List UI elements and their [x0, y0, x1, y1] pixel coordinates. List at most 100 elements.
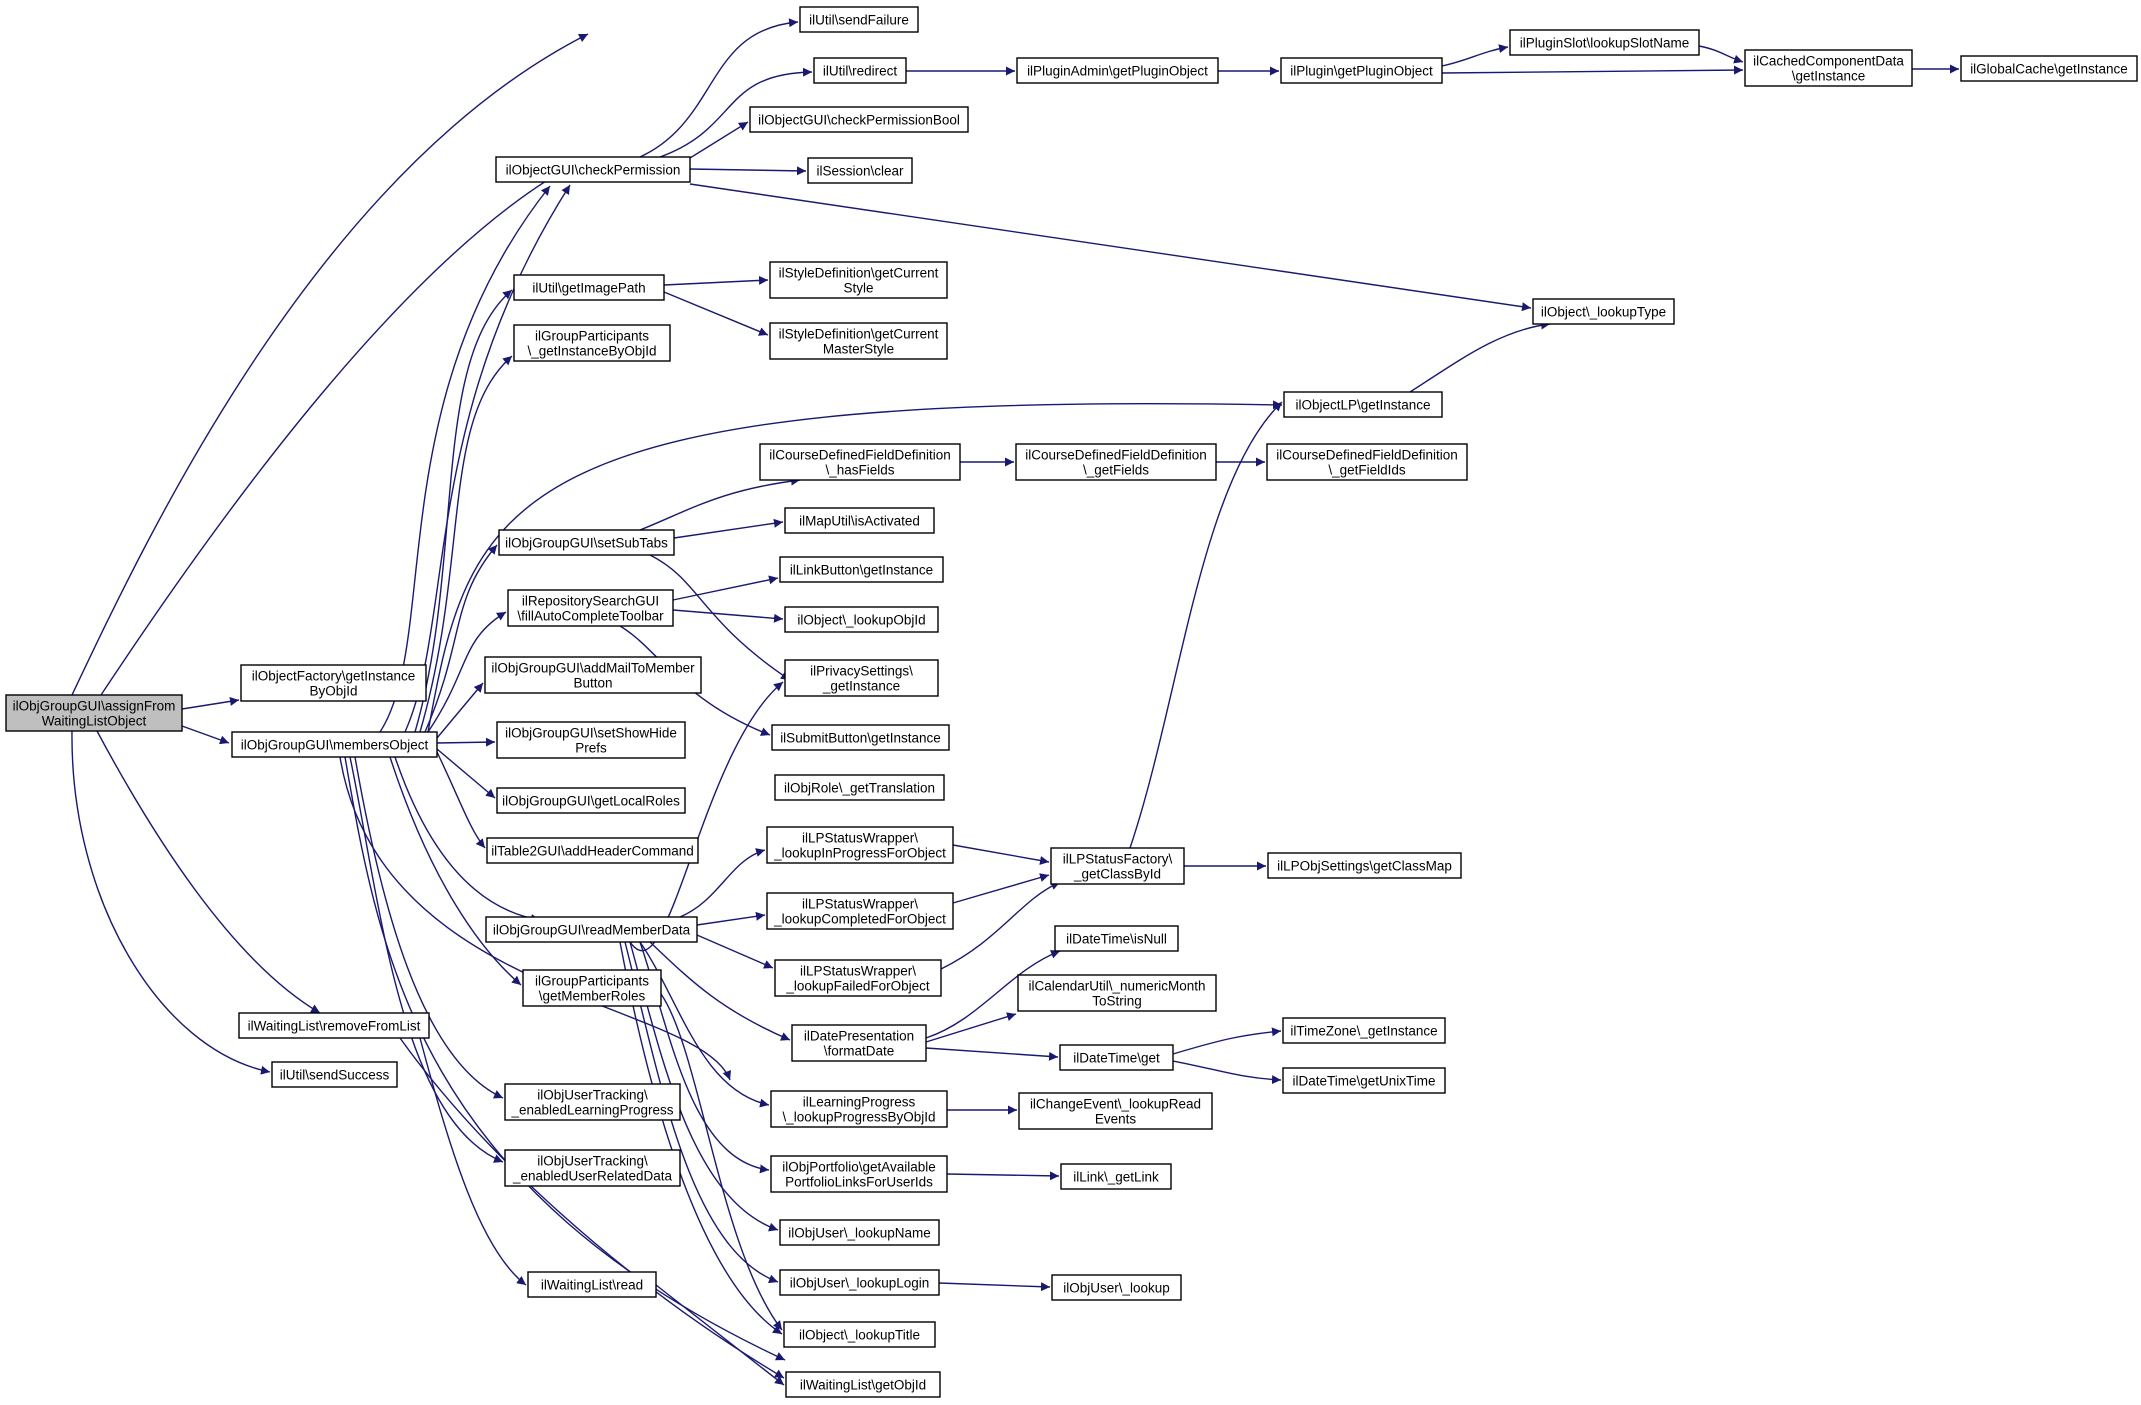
- call-edge: [436, 751, 486, 849]
- function-node[interactable]: ilLPStatusWrapper\_lookupFailedForObject: [774, 959, 942, 997]
- function-node[interactable]: ilSession\clear: [807, 157, 913, 184]
- function-node[interactable]: ilObjGroupGUI\getLocalRoles: [496, 787, 686, 814]
- node-label: \fillAutoCompleteToolbar: [517, 609, 664, 624]
- function-node[interactable]: ilDateTime\getUnixTime: [1282, 1067, 1446, 1094]
- function-node[interactable]: ilUtil\sendSuccess: [271, 1061, 398, 1088]
- function-node[interactable]: ilGroupParticipants\getMemberRoles: [522, 969, 662, 1007]
- function-node[interactable]: ilCourseDefinedFieldDefinition\_hasField…: [759, 443, 961, 481]
- function-node[interactable]: ilTable2GUI\addHeaderCommand: [486, 837, 699, 864]
- function-node[interactable]: ilObject\_lookupObjId: [784, 606, 939, 633]
- node-box: [766, 892, 954, 930]
- function-node[interactable]: ilMapUtil\isActivated: [784, 507, 935, 534]
- node-label: ilStyleDefinition\getCurrent: [779, 266, 939, 281]
- function-node[interactable]: ilObjUser\_lookupName: [779, 1219, 940, 1246]
- function-node[interactable]: ilCourseDefinedFieldDefinition\_getField…: [1015, 443, 1217, 481]
- function-node[interactable]: ilCourseDefinedFieldDefinition\_getField…: [1266, 443, 1468, 481]
- node-box: [1018, 1092, 1213, 1130]
- function-node[interactable]: ilObjUser\_lookup: [1051, 1274, 1182, 1301]
- function-node[interactable]: ilTimeZone\_getInstance: [1282, 1017, 1446, 1044]
- node-label: ilObjUserTracking\: [537, 1154, 648, 1169]
- node-label: Events: [1095, 1112, 1137, 1127]
- function-node[interactable]: ilDatePresentation\formatDate: [791, 1024, 927, 1062]
- node-box: [1282, 1017, 1446, 1044]
- function-node[interactable]: ilDateTime\get: [1059, 1044, 1174, 1071]
- function-node[interactable]: ilObjectGUI\checkPermission: [495, 156, 691, 183]
- node-label: Button: [573, 676, 612, 691]
- function-node[interactable]: ilUtil\redirect: [813, 57, 907, 84]
- node-label: ilLPStatusFactory\: [1063, 852, 1173, 867]
- function-node[interactable]: ilObjRole\_getTranslation: [774, 774, 945, 801]
- node-label: ilLPObjSettings\getClassMap: [1277, 859, 1452, 874]
- function-node[interactable]: ilGroupParticipants\_getInstanceByObjId: [513, 324, 671, 362]
- node-box: [1015, 443, 1217, 481]
- function-node[interactable]: ilPrivacySettings\_getInstance: [784, 659, 939, 697]
- function-node[interactable]: ilCachedComponentData\getInstance: [1744, 49, 1913, 87]
- function-node[interactable]: ilObjectGUI\checkPermissionBool: [749, 106, 969, 133]
- function-node[interactable]: ilObject\_lookupType: [1532, 298, 1675, 325]
- node-box: [749, 106, 969, 133]
- node-box: [791, 1024, 927, 1062]
- function-node[interactable]: ilObjectLP\getInstance: [1283, 391, 1443, 418]
- node-label: ilPluginAdmin\getPluginObject: [1027, 64, 1208, 79]
- node-label: \getInstance: [1792, 69, 1866, 84]
- node-box: [231, 731, 438, 758]
- function-node[interactable]: ilObject\_lookupTitle: [783, 1321, 936, 1348]
- node-box: [522, 969, 662, 1007]
- node-label: ilObject\_lookupObjId: [797, 613, 925, 628]
- call-edge: [404, 184, 571, 733]
- node-box: [770, 1090, 948, 1128]
- node-label: ilStyleDefinition\getCurrent: [779, 327, 939, 342]
- node-box: [1054, 925, 1179, 952]
- call-edge: [424, 544, 498, 733]
- node-label: ToString: [1092, 994, 1142, 1009]
- node-box: [240, 664, 427, 702]
- function-node[interactable]: ilWaitingList\removeFromList: [238, 1012, 430, 1039]
- function-node[interactable]: ilObjUser\_lookupLogin: [779, 1269, 940, 1296]
- function-node[interactable]: ilObjGroupGUI\readMemberData: [485, 916, 698, 943]
- function-node[interactable]: ilRepositorySearchGUI\fillAutoCompleteTo…: [507, 589, 674, 627]
- function-node[interactable]: ilLPStatusWrapper\_lookupCompletedForObj…: [766, 892, 954, 930]
- function-node[interactable]: ilLinkButton\getInstance: [779, 556, 944, 583]
- function-node[interactable]: ilObjPortfolio\getAvailablePortfolioLink…: [770, 1155, 948, 1193]
- node-label: ilUtil\redirect: [823, 64, 898, 79]
- function-node[interactable]: ilPluginSlot\lookupSlotName: [1509, 29, 1700, 56]
- call-edge: [427, 611, 507, 733]
- function-node[interactable]: ilGlobalCache\getInstance: [1960, 55, 2138, 82]
- call-edge: [689, 166, 807, 176]
- node-box: [1016, 57, 1219, 84]
- call-edge: [1172, 1060, 1282, 1085]
- function-node[interactable]: ilPlugin\getPluginObject: [1280, 57, 1443, 84]
- node-box: [813, 57, 907, 84]
- node-box: [783, 1321, 936, 1348]
- function-node[interactable]: ilUtil\getImagePath: [513, 274, 665, 301]
- node-label: ilLPStatusWrapper\: [802, 897, 918, 912]
- function-node[interactable]: ilObjGroupGUI\membersObject: [231, 731, 438, 758]
- function-node[interactable]: ilLink\_getLink: [1060, 1163, 1172, 1190]
- function-node[interactable]: ilObjUserTracking\_enabledUserRelatedDat…: [504, 1149, 681, 1187]
- function-node[interactable]: ilDateTime\isNull: [1054, 925, 1179, 952]
- function-node[interactable]: ilWaitingList\getObjId: [785, 1371, 941, 1398]
- function-node[interactable]: ilObjGroupGUI\setSubTabs: [498, 529, 675, 556]
- function-node[interactable]: ilLPStatusWrapper\_lookupInProgressForOb…: [766, 826, 954, 864]
- function-node[interactable]: ilLPObjSettings\getClassMap: [1267, 852, 1462, 879]
- function-node[interactable]: ilWaitingList\read: [527, 1271, 657, 1298]
- function-node[interactable]: ilLPStatusFactory\_getClassById: [1050, 847, 1185, 885]
- function-node[interactable]: ilPluginAdmin\getPluginObject: [1016, 57, 1219, 84]
- root-function-node[interactable]: ilObjGroupGUI\assignFromWaitingListObjec…: [5, 694, 183, 732]
- node-box: [784, 606, 939, 633]
- call-edge: [181, 725, 230, 745]
- call-edge: [1129, 401, 1283, 849]
- node-label: ilObjectGUI\checkPermission: [506, 163, 681, 178]
- function-node[interactable]: ilSubmitButton\getInstance: [771, 724, 950, 751]
- function-node[interactable]: ilObjUserTracking\_enabledLearningProgre…: [504, 1083, 681, 1121]
- call-edge: [414, 289, 513, 733]
- function-node[interactable]: ilLearningProgress\_lookupProgressByObjI…: [770, 1090, 948, 1128]
- function-node[interactable]: ilUtil\sendFailure: [799, 6, 919, 33]
- function-node[interactable]: ilObjectFactory\getInstanceByObjId: [240, 664, 427, 702]
